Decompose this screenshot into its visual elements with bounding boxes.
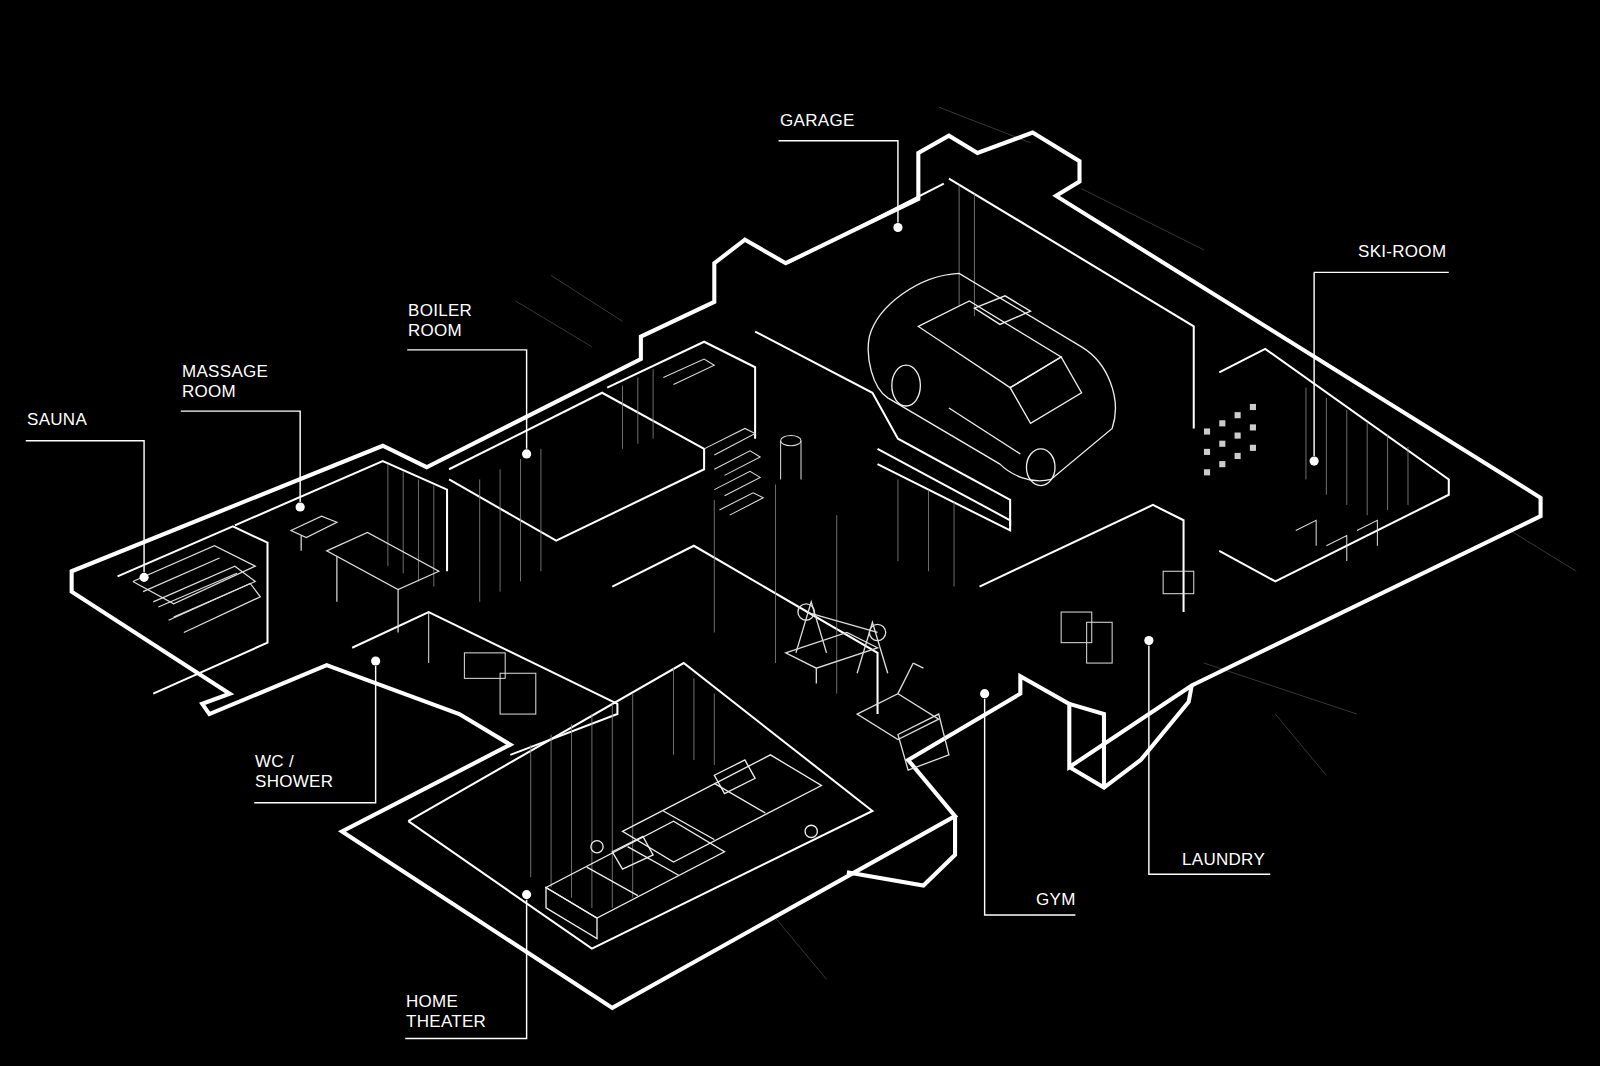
- foundation-wedges: [847, 686, 1192, 886]
- outer-wall: [72, 133, 1541, 1008]
- staircase: [663, 359, 801, 515]
- room-label: HOME THEATER: [405, 992, 507, 1032]
- room-label: SAUNA: [26, 410, 88, 430]
- fixtures: [429, 571, 1194, 714]
- car: [868, 273, 1115, 485]
- room-label: WC / SHOWER: [254, 752, 341, 792]
- sauna-benches: [133, 546, 261, 633]
- ski-lockers: [1204, 404, 1256, 475]
- projection-lines: [515, 107, 1576, 979]
- room-label: LAUNDRY: [1181, 850, 1266, 870]
- wall-panelling: [388, 186, 1408, 908]
- room-label: SKI-ROOM: [1357, 242, 1447, 262]
- theater-sofas: [546, 755, 821, 939]
- room-label: GARAGE: [779, 111, 856, 131]
- ski-benches: [1296, 520, 1378, 561]
- massage-table: [291, 516, 439, 632]
- gym-equipment: [786, 602, 949, 770]
- leader-dots: [139, 223, 1318, 899]
- room-label: BOILER ROOM: [407, 301, 489, 341]
- room-label: MASSAGE ROOM: [181, 362, 283, 402]
- room-label: GYM: [1035, 890, 1077, 910]
- interior-walls: [118, 179, 1449, 949]
- leader-lines: [26, 141, 1449, 1039]
